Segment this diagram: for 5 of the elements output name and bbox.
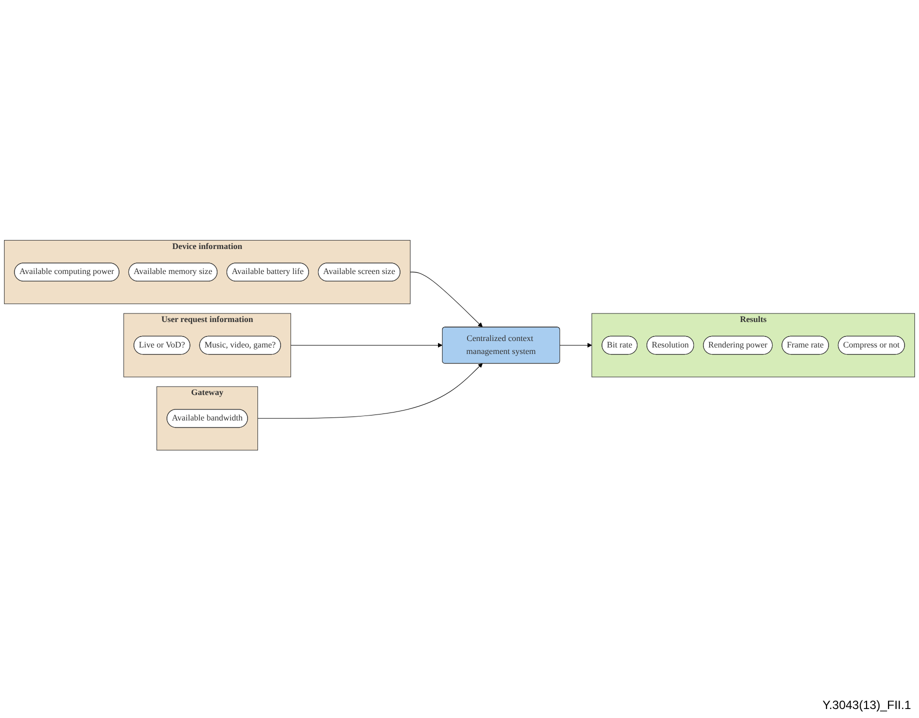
arrow (257, 362, 483, 418)
arrow (290, 342, 442, 348)
arrow (560, 342, 592, 348)
arrow (410, 272, 483, 328)
figure-id: Y.3043(13)_FII.1 (822, 698, 911, 712)
